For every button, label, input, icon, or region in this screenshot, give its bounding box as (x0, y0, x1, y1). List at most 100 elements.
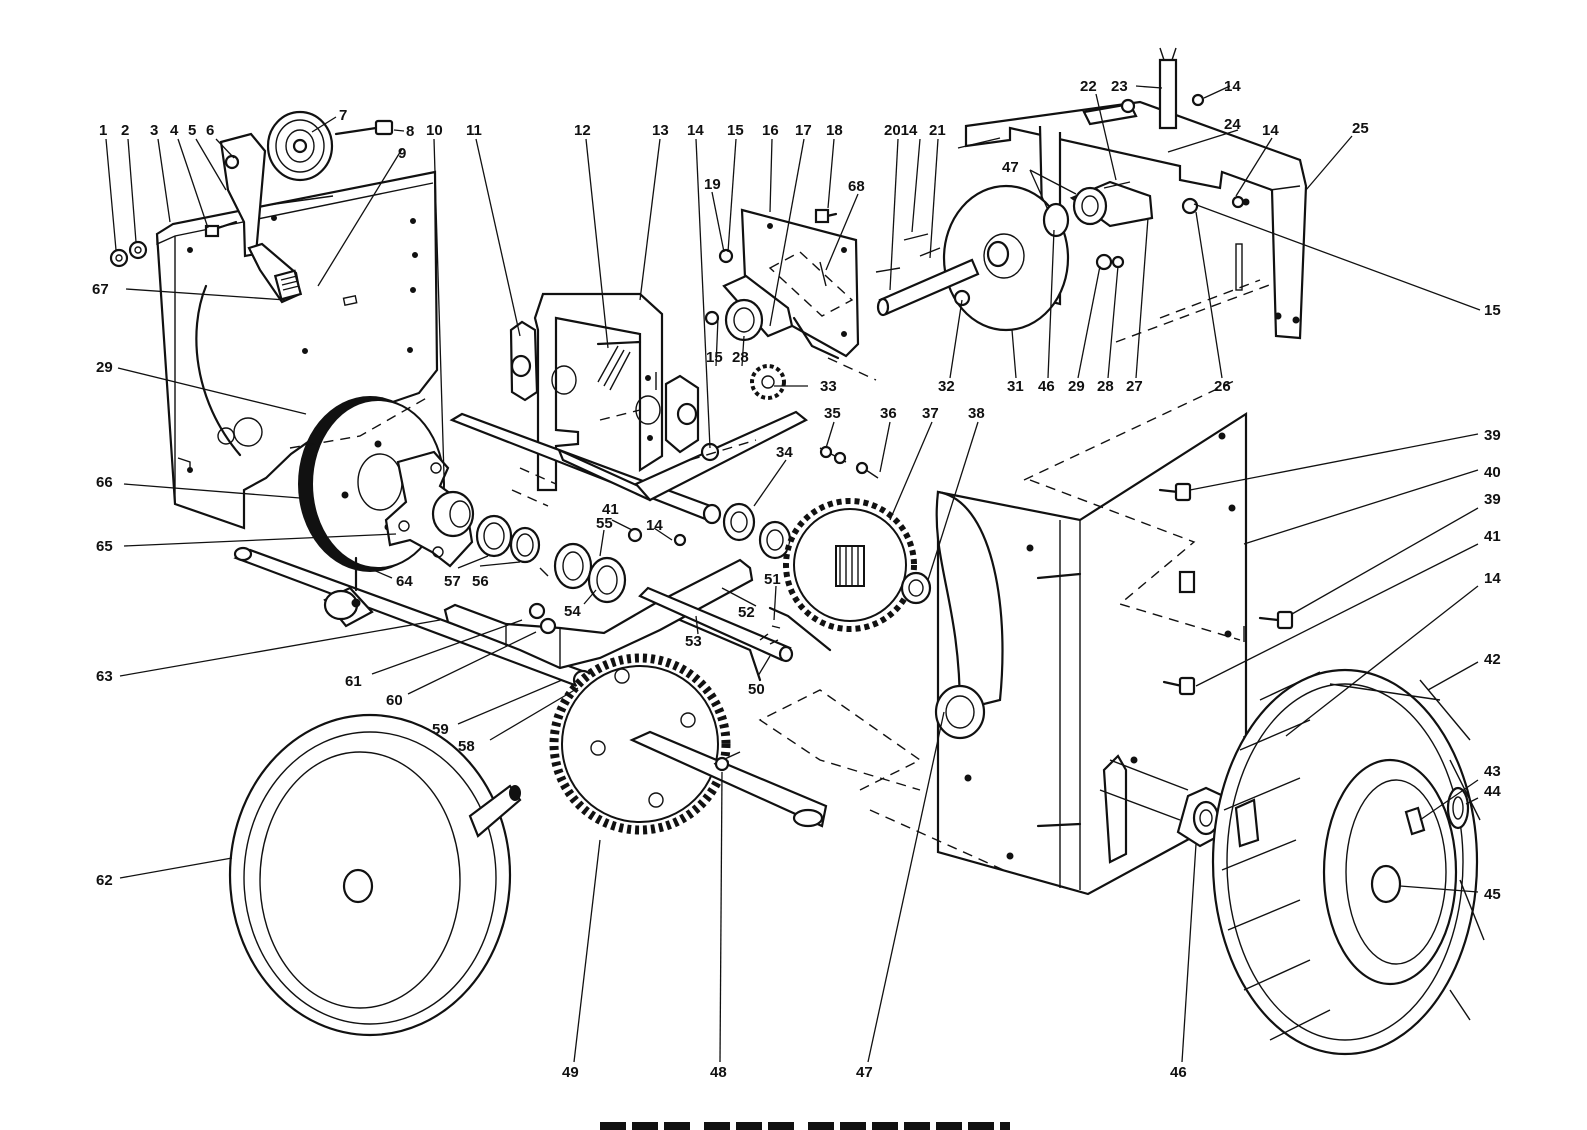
spacers-bearings (475, 514, 627, 604)
callout-59: 59 (432, 721, 449, 738)
callout-19: 19 (704, 176, 721, 193)
callout-51: 51 (764, 571, 781, 588)
drive-disc (875, 184, 1070, 332)
left-hardware (109, 154, 240, 268)
callout-53: 53 (685, 633, 702, 650)
callout-41-right: 41 (1484, 528, 1501, 545)
callout-25: 25 (1352, 120, 1369, 137)
callout-47-bottom: 47 (856, 1064, 873, 1081)
friction-wheel (298, 396, 475, 572)
callout-47-top: 47 (1002, 159, 1019, 176)
main-housing (758, 379, 1248, 896)
callout-68: 68 (848, 178, 865, 195)
idler-pulley (266, 110, 394, 182)
callout-8: 8 (406, 123, 414, 140)
callout-63: 63 (96, 668, 113, 685)
left-side-plate (155, 170, 439, 530)
callout-64: 64 (396, 573, 413, 590)
center-brackets (509, 292, 700, 492)
callout-50: 50 (748, 681, 765, 698)
callout-10: 10 (426, 122, 443, 139)
callout-65: 65 (96, 538, 113, 555)
callout-38: 38 (968, 405, 985, 422)
callout-16: 16 (762, 122, 779, 139)
callout-60: 60 (386, 692, 403, 709)
callout-29-right: 29 (1068, 378, 1085, 395)
ring-gear (549, 618, 828, 835)
callout-46-top: 46 (1038, 378, 1055, 395)
callout-36: 36 (880, 405, 897, 422)
callout-6: 6 (206, 122, 214, 139)
callout-40: 40 (1484, 464, 1501, 481)
callout-54: 54 (564, 603, 581, 620)
callout-26: 26 (1214, 378, 1231, 395)
friction-shaft (233, 546, 598, 692)
callout-1: 1 (99, 122, 107, 139)
callout-46-bottom: 46 (1170, 1064, 1187, 1081)
callout-3: 3 (150, 122, 158, 139)
callout-23: 23 (1111, 78, 1128, 95)
callout-2: 2 (121, 122, 129, 139)
callout-56: 56 (472, 573, 489, 590)
callout-4: 4 (170, 122, 179, 139)
callout-14-right: 14 (1484, 570, 1501, 587)
jackshaft (638, 586, 794, 663)
callout-28-right: 28 (1097, 378, 1114, 395)
callout-18: 18 (826, 122, 843, 139)
bearing-bracket (1069, 180, 1245, 271)
callout-62: 62 (96, 872, 113, 889)
callout-66: 66 (96, 474, 113, 491)
callout-37: 37 (922, 405, 939, 422)
assembly-guides (289, 357, 877, 507)
callout-57: 57 (444, 573, 461, 590)
callout-14-mid: 14 (646, 517, 663, 534)
callout-61: 61 (345, 673, 362, 690)
drive-sprocket (768, 445, 932, 652)
callout-39-lower: 39 (1484, 491, 1501, 508)
callout-44: 44 (1484, 783, 1501, 800)
callout-49: 49 (562, 1064, 579, 1081)
callout-22: 22 (1080, 78, 1097, 95)
callout-12: 12 (574, 122, 591, 139)
cropped-caption-strip (600, 1122, 1010, 1130)
callout-2014: 2014 (884, 122, 918, 139)
callout-67: 67 (92, 281, 109, 298)
callout-15-right: 15 (1484, 302, 1501, 319)
callout-27: 27 (1126, 378, 1143, 395)
mid-shafts (449, 410, 809, 560)
callout-39-upper: 39 (1484, 427, 1501, 444)
callout-42: 42 (1484, 651, 1501, 668)
callout-33: 33 (820, 378, 837, 395)
callout-48: 48 (710, 1064, 727, 1081)
callout-13: 13 (652, 122, 669, 139)
callout-17: 17 (795, 122, 812, 139)
wheel-tire (1211, 668, 1485, 1056)
callout-14: 14 (687, 122, 704, 139)
leader-lines (105, 85, 1481, 1063)
callout-11: 11 (466, 122, 482, 139)
callout-5: 5 (188, 122, 196, 139)
callout-41-mid: 41 (602, 501, 619, 518)
callout-21: 21 (929, 122, 946, 139)
callout-58: 58 (458, 738, 475, 755)
callout-labels: 1 2 3 4 5 6 7 8 9 10 11 12 13 14 15 16 1… (92, 78, 1501, 1081)
callout-15: 15 (727, 122, 744, 139)
callout-14-top: 14 (1224, 78, 1241, 95)
callout-52: 52 (738, 604, 755, 621)
callout-55: 55 (596, 515, 613, 532)
callout-43: 43 (1484, 763, 1501, 780)
callout-45: 45 (1484, 886, 1501, 903)
callout-9: 9 (398, 145, 406, 162)
callout-32: 32 (938, 378, 955, 395)
traction-pulley (228, 713, 522, 1037)
callout-15-mid: 15 (706, 349, 723, 366)
callout-29-left: 29 (96, 359, 113, 376)
idler-arm-plate (704, 208, 860, 400)
callout-31: 31 (1007, 378, 1024, 395)
callout-24: 24 (1224, 116, 1241, 133)
callout-35: 35 (824, 405, 841, 422)
callout-14-upper-right: 14 (1262, 122, 1279, 139)
callout-34: 34 (776, 444, 793, 461)
callout-28-mid: 28 (732, 349, 749, 366)
